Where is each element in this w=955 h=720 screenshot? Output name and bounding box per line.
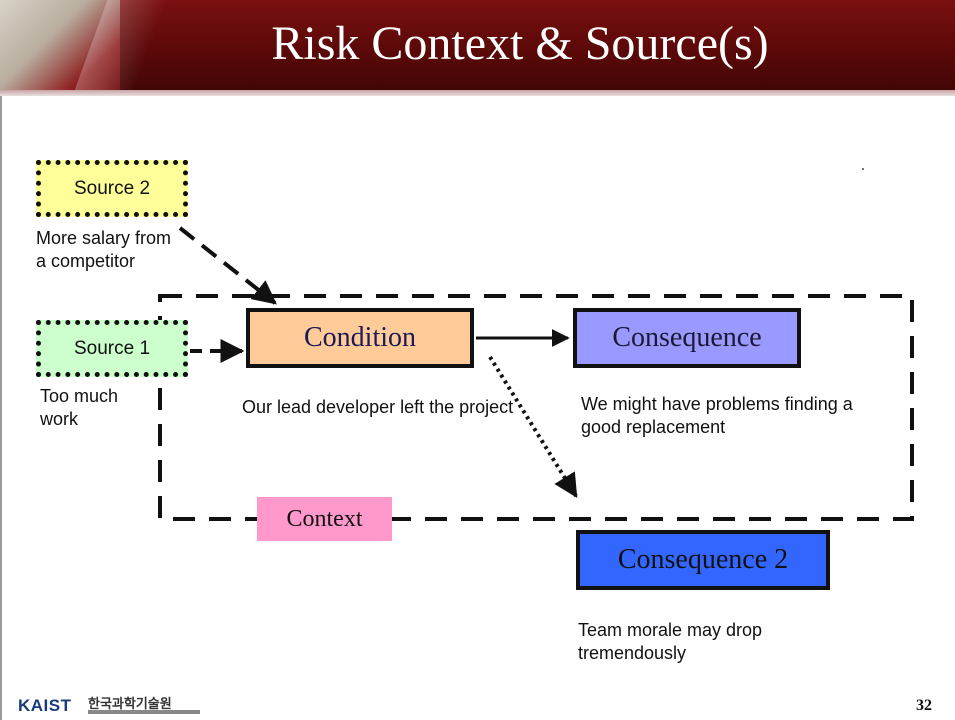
stray-dot [862,168,864,170]
source2-box: Source 2 [36,160,188,217]
context-label-box: Context [257,497,392,541]
context-label: Context [286,505,363,532]
source2-label: Source 2 [73,177,151,199]
institute-subtitle-line [88,710,200,714]
header-photo [0,0,120,96]
consequence-label: Consequence [612,322,762,353]
arrow-condition-to-consequence2 [488,355,578,499]
source1-label: Source 1 [73,337,151,359]
title-bar: Risk Context & Source(s) [0,0,955,96]
kaist-logo: KAIST [18,696,72,715]
arrow-source2-to-condition [178,226,277,305]
institute-name: 한국과학기술원 [88,697,172,712]
context-boundary [158,294,914,521]
condition-label: Condition [303,322,416,353]
consequence2-label: Consequence 2 [617,544,789,575]
page-number: 32 [916,697,932,714]
consequence2-note: Team morale may drop tremendously [578,620,763,663]
condition-box: Condition [246,308,474,368]
source1-note: Too much work [40,386,119,429]
consequence-note: We might have problems finding a good re… [581,394,853,437]
consequence-box: Consequence [573,308,801,368]
left-frame-line [0,96,2,720]
title-underline [0,90,955,96]
condition-note: Our lead developer left the project [242,397,514,417]
slide-title: Risk Context & Source(s) [271,17,769,70]
source2-note: More salary from a competitor [36,228,172,271]
consequence2-box: Consequence 2 [576,530,830,590]
source1-box: Source 1 [36,320,188,377]
